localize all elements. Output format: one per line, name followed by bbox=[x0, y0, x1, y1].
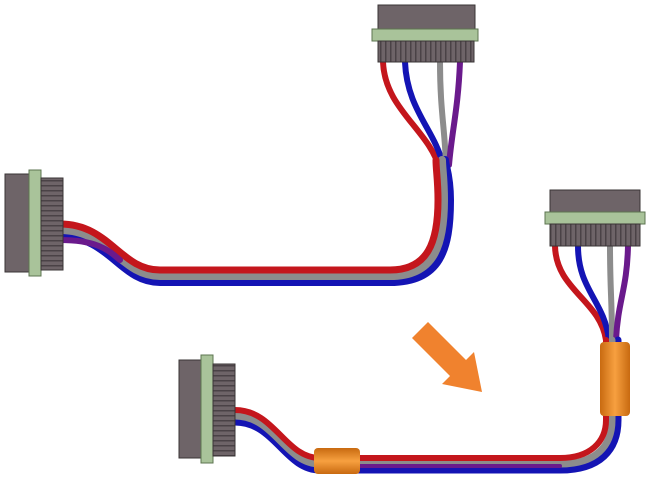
wire-gray bbox=[607, 243, 615, 343]
top-harness-bundle bbox=[56, 156, 455, 286]
wire-blue bbox=[575, 243, 612, 343]
bottom-harness bbox=[178, 189, 646, 474]
top-harness-fan-wires bbox=[380, 59, 463, 173]
right-connector-bottom bbox=[544, 189, 646, 247]
bottom-harness-fan-wires bbox=[552, 243, 631, 343]
bottom-harness-bundle bbox=[231, 336, 622, 474]
wire-red bbox=[380, 59, 443, 173]
top-harness bbox=[4, 4, 479, 286]
sleeve-horizontal bbox=[314, 448, 360, 474]
arrow-icon bbox=[412, 322, 482, 392]
left-connector-top bbox=[4, 169, 64, 277]
wire-purple bbox=[446, 59, 463, 168]
wire-gray bbox=[437, 59, 449, 168]
right-connector-top bbox=[371, 4, 479, 63]
wire-blue bbox=[402, 59, 446, 168]
wire-red bbox=[552, 243, 609, 343]
sleeve-vertical bbox=[600, 342, 630, 416]
left-connector-bottom bbox=[178, 354, 236, 464]
wire-purple bbox=[613, 243, 631, 343]
